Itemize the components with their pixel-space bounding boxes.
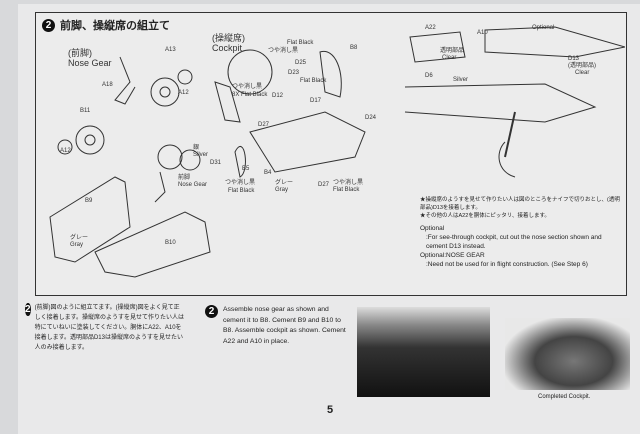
part-label: A10 bbox=[477, 30, 488, 36]
part-label: B10 bbox=[165, 240, 176, 246]
optional-label: Optional bbox=[532, 25, 555, 31]
step-number-badge: 2 bbox=[42, 18, 55, 32]
part-label: D13 bbox=[568, 56, 580, 62]
color-label-en: 8X Flat Black bbox=[232, 92, 268, 98]
part-label: D23 bbox=[288, 70, 300, 76]
part-label: B5 bbox=[242, 166, 250, 172]
color-label-en: Silver bbox=[453, 77, 469, 83]
part-label: B8 bbox=[350, 45, 358, 51]
cockpit-parts bbox=[214, 49, 366, 178]
nose-gear-label-en: Nose Gear bbox=[68, 58, 112, 68]
instructions-en: 2 Assemble nose gear as shown and cement… bbox=[205, 305, 350, 347]
instructions-en-text: Assemble nose gear as shown and cement i… bbox=[223, 306, 346, 345]
fuselage-lower-parts bbox=[49, 176, 211, 278]
optional-2-text: :Need not be used for in flight construc… bbox=[426, 261, 588, 268]
part-label: D27 bbox=[318, 182, 330, 188]
cockpit-label-en: Cockpit bbox=[212, 43, 243, 53]
note-jp-1: ★操縦席のようすを見せて作りたい人は図のところをナイフで切りおとし、(透明部品)… bbox=[420, 197, 620, 211]
step-diagram-frame bbox=[35, 12, 627, 296]
step-title-text: 前脚、操縦席の組立て bbox=[60, 20, 170, 32]
nose-gear-parts bbox=[57, 56, 201, 203]
color-label-en: Flat Black bbox=[300, 78, 327, 84]
color-label-en: Flat Black bbox=[333, 187, 360, 193]
color-label-jp: つや消し黒 bbox=[268, 48, 299, 54]
color-label-en: Flat Black bbox=[287, 40, 314, 46]
page-number: 5 bbox=[327, 404, 334, 416]
optional-notes: ★操縦席のようすを見せて作りたい人は図のところをナイフで切りおとし、(透明部品)… bbox=[420, 196, 620, 269]
color-label-jp: つや消し黒 bbox=[333, 180, 364, 186]
step-title: 2 前脚、操縦席の組立て bbox=[42, 17, 170, 33]
part-label: D27 bbox=[258, 122, 270, 128]
completed-cockpit-photo bbox=[505, 318, 630, 390]
part-label: A12 bbox=[178, 90, 189, 96]
part-label: A18 bbox=[102, 82, 113, 88]
part-label: B11 bbox=[80, 108, 91, 114]
part-label: D12 bbox=[272, 93, 284, 99]
assembly-diagram bbox=[49, 26, 625, 278]
part-label: D31 bbox=[210, 160, 222, 166]
color-label-jp: (透明部品) bbox=[568, 63, 596, 69]
part-label: D17 bbox=[310, 98, 322, 104]
color-label-en: Gray bbox=[275, 187, 289, 193]
part-label: D25 bbox=[295, 60, 307, 66]
cockpit-photo bbox=[357, 307, 490, 397]
instructions-jp: 2 (前脚)図のように組立てます。(操縦席)図をよく見て正しく接着します。操縦席… bbox=[25, 303, 185, 353]
part-label: D6 bbox=[425, 73, 433, 79]
color-label-jp: 銀 bbox=[193, 145, 200, 151]
fuselage-parts bbox=[404, 26, 625, 178]
nose-gear2-label-en: Nose Gear bbox=[178, 182, 208, 188]
step-number-badge: 2 bbox=[25, 303, 31, 316]
part-label: A12 bbox=[60, 148, 71, 154]
color-label-en: Clear bbox=[575, 70, 590, 76]
part-label: A22 bbox=[425, 25, 436, 31]
photo-caption: Completed Cockpit. bbox=[538, 394, 591, 400]
color-label-jp: つや消し黒 bbox=[225, 180, 256, 186]
color-label-jp: グレー bbox=[275, 180, 294, 186]
color-label-jp: グレー bbox=[70, 235, 89, 241]
nose-gear2-label-jp: 前脚 bbox=[178, 175, 191, 181]
color-label-jp: 透明部品 bbox=[440, 48, 465, 54]
part-label: A13 bbox=[165, 47, 176, 53]
optional-2-title: Optional:NOSE GEAR bbox=[420, 252, 485, 259]
color-label-en: Silver bbox=[193, 152, 209, 158]
color-label-en: Gray bbox=[70, 242, 84, 248]
note-jp-2: ★その他の人はA22を胴体にピッタリ、接着します。 bbox=[420, 213, 550, 219]
optional-1-title: Optional bbox=[420, 225, 445, 232]
color-label-en: Clear bbox=[442, 55, 457, 61]
cockpit-label-jp: (操縦席) bbox=[212, 33, 245, 43]
part-label: B9 bbox=[85, 198, 93, 204]
optional-1-text: :For see-through cockpit, cut out the no… bbox=[426, 234, 602, 250]
instructions-jp-text: (前脚)図のように組立てます。(操縦席)図をよく見て正しく接着します。操縦席のよ… bbox=[34, 305, 184, 351]
part-label: D24 bbox=[365, 115, 377, 121]
step-number-badge: 2 bbox=[205, 305, 218, 318]
nose-gear-label-jp: (前脚) bbox=[68, 48, 92, 58]
part-label: B4 bbox=[264, 170, 272, 176]
color-label-en: Flat Black bbox=[228, 188, 255, 194]
color-label-jp: つや消し黒 bbox=[232, 84, 263, 90]
